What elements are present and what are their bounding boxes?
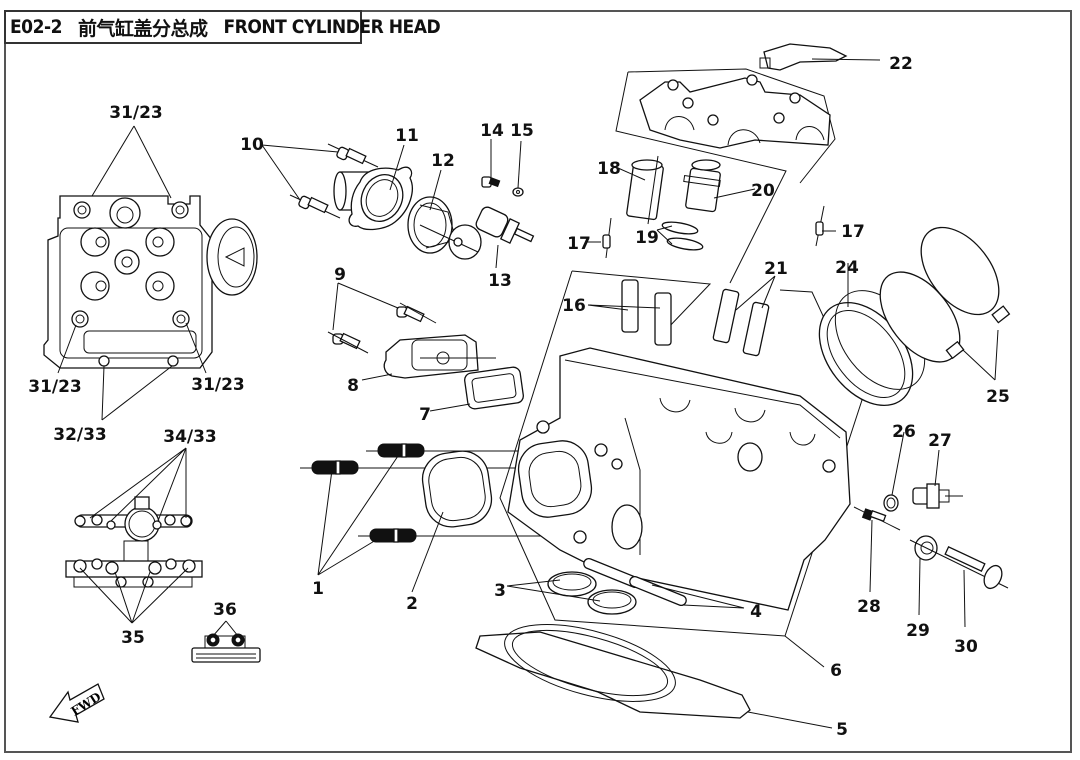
callout-17-right: 17 <box>841 222 865 242</box>
callout-10: 10 <box>240 135 264 155</box>
callout-16: 16 <box>562 296 586 316</box>
callout-19: 19 <box>635 228 659 248</box>
callout-1: 1 <box>312 579 324 599</box>
chain-guide-part-36 <box>191 633 261 663</box>
dowel-pins <box>602 205 825 259</box>
callout-14: 14 <box>480 121 504 141</box>
intake-boot-and-clamps <box>818 226 1011 406</box>
diagram-title-chinese: 前气缸盖分总成 <box>77 17 208 40</box>
callout-17-left: 17 <box>567 234 591 254</box>
callout-36: 36 <box>213 600 237 620</box>
callout-2: 2 <box>406 594 418 614</box>
callout-8: 8 <box>347 376 359 396</box>
callout-labels: 31/23 31/23 31/23 32/33 34/33 35 36 10 1… <box>28 54 1010 740</box>
callout-29: 29 <box>906 621 930 641</box>
callout-30: 30 <box>954 637 978 657</box>
title-box: E02-2 前气缸盖分总成 FRONT CYLINDER HEAD <box>4 10 441 44</box>
callout-5: 5 <box>836 720 848 740</box>
valve-guides <box>621 279 770 357</box>
callout-4: 4 <box>750 602 762 622</box>
callout-35: 35 <box>121 628 145 648</box>
callout-22: 22 <box>889 54 913 74</box>
callout-20: 20 <box>751 181 775 201</box>
diagram-frame <box>4 10 1072 753</box>
callout-34-33: 34/33 <box>163 427 217 447</box>
diagram-code: E02-2 <box>10 16 62 38</box>
callout-27: 27 <box>928 431 952 451</box>
water-outlet-assembly <box>327 302 524 410</box>
callout-3: 3 <box>494 581 506 601</box>
callout-7: 7 <box>419 405 431 425</box>
spark-plug-tubes <box>626 155 721 251</box>
callout-31-23-right: 31/23 <box>191 375 245 395</box>
callout-25: 25 <box>986 387 1010 407</box>
callout-11: 11 <box>395 126 419 146</box>
camshaft-cap-upper <box>615 43 848 284</box>
callout-24: 24 <box>835 258 859 278</box>
cylinder-head-top-view <box>43 195 258 369</box>
camshaft-bracket-front-view <box>65 496 203 588</box>
callout-31-23-top: 31/23 <box>109 103 163 123</box>
diagram-title-english: FRONT CYLINDER HEAD <box>223 16 441 38</box>
cylinder-head-main <box>499 270 863 637</box>
callout-6: 6 <box>830 661 842 681</box>
callout-28: 28 <box>857 597 881 617</box>
thermostat-assembly <box>289 143 535 260</box>
callout-21: 21 <box>764 259 788 279</box>
callout-26: 26 <box>892 422 916 442</box>
callout-12: 12 <box>431 151 455 171</box>
callout-32-33: 32/33 <box>53 425 107 445</box>
callout-13: 13 <box>488 271 512 291</box>
leader-lines <box>57 58 999 729</box>
callout-18: 18 <box>597 159 621 179</box>
forward-direction-arrow: FWD <box>48 683 105 723</box>
callout-9: 9 <box>334 265 346 285</box>
callout-15: 15 <box>510 121 534 141</box>
callout-31-23-left: 31/23 <box>28 377 82 397</box>
head-gasket-and-seals <box>475 557 751 719</box>
fittings-26-30 <box>853 483 1009 590</box>
